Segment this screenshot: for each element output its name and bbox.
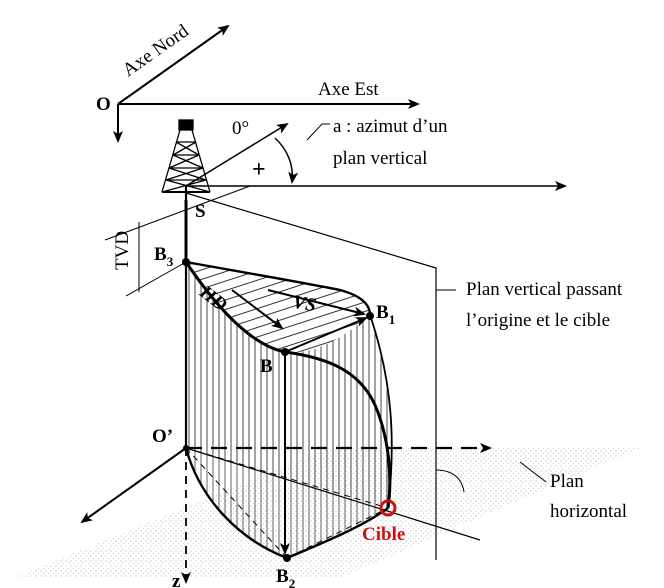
tvd-top-extension [104, 185, 251, 241]
oprime-north-arrow [80, 447, 187, 524]
point-b1 [366, 312, 374, 320]
azimuth-leader-line [306, 123, 330, 141]
diagonal-hatched-surface [186, 262, 370, 353]
z-label: z [172, 571, 181, 588]
axe-nord-label: Axe Nord [119, 20, 193, 81]
point-b [281, 348, 289, 356]
b3-label: B3 [154, 244, 174, 269]
plan-vertical-label-line1: Plan vertical passant [466, 279, 623, 300]
hd-arrow [231, 289, 284, 330]
b1-label: B1 [376, 302, 395, 327]
azimuth-arc [274, 137, 299, 184]
oprime-b2-dashed-line [185, 447, 288, 559]
angle-zero-label: 0° [232, 118, 249, 139]
point-oprime [183, 445, 189, 451]
surface-point-label: S [195, 201, 206, 222]
b-to-b1-arrow [284, 317, 368, 353]
right-angle-arc [435, 469, 465, 493]
plan-horizontal-label-line2: horizontal [550, 501, 627, 522]
lower-hatched-surface [186, 448, 388, 558]
tvd-bottom-extension [125, 261, 187, 297]
axe-est-label: Axe Est [318, 79, 379, 100]
oprime-label: O’ [152, 426, 173, 447]
plan-vertical-label-line2: l’origine et le cible [466, 310, 610, 331]
vs-arrow [267, 289, 366, 317]
plus-label: + [252, 157, 266, 183]
origin-label: O [96, 94, 111, 115]
tvd-label: TVD [112, 231, 133, 270]
vs-label: VS [291, 292, 318, 317]
north-axis [117, 24, 230, 105]
plan-horizontal-label-line1: Plan [550, 471, 584, 492]
point-b3 [182, 258, 190, 266]
plan-horizontal-leader [519, 461, 547, 483]
inner-curve [369, 314, 393, 509]
azimut-label-line1: a : azimut d’un [333, 116, 448, 137]
projected-path-b1 [185, 260, 372, 316]
point-b2 [283, 554, 291, 562]
b-label: B [260, 356, 273, 377]
azimuth-zero-arrow [185, 122, 289, 187]
b2-target-dashed-line [286, 507, 389, 559]
vertical-plane-outline [185, 192, 437, 560]
azimut-label-line2: plan vertical [333, 148, 427, 169]
b2-label: B2 [276, 566, 295, 588]
vertical-plane-trace [185, 447, 481, 541]
cible-label: Cible [362, 524, 405, 545]
target-marker [379, 499, 397, 517]
derrick-icon [161, 119, 211, 193]
